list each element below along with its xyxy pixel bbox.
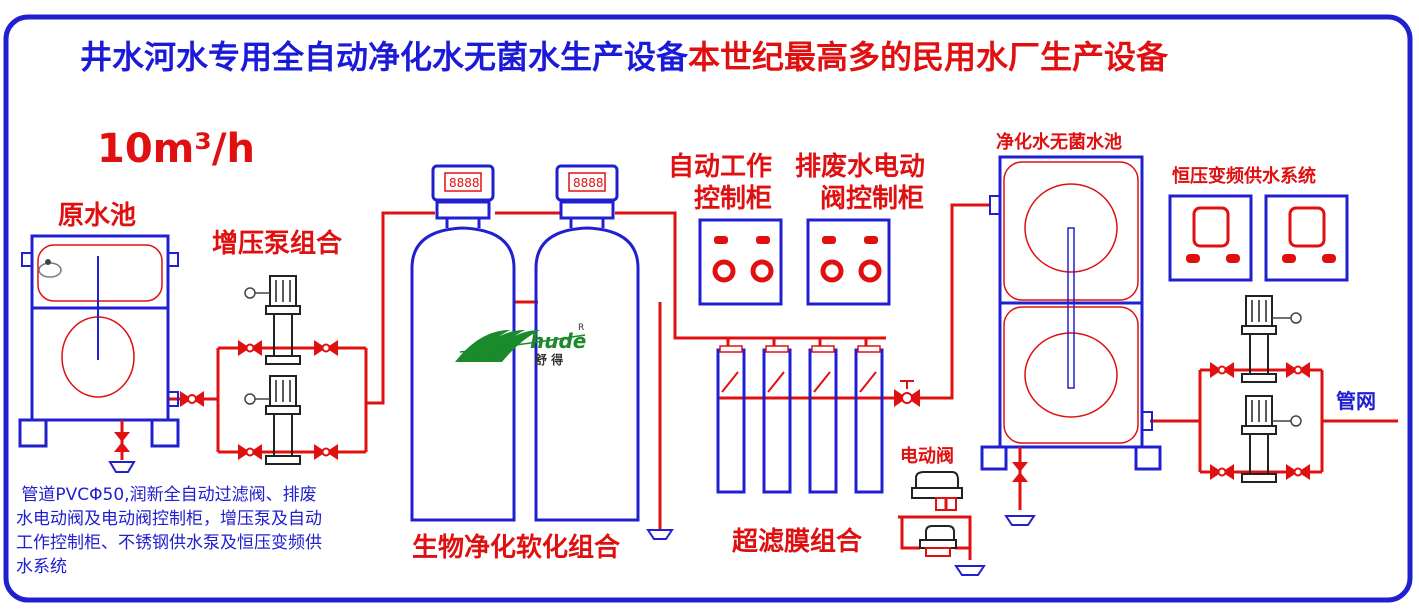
description-line-1: 管道PVCΦ50,润新全自动过滤阀、排废 <box>16 485 317 505</box>
uf-membrane-1 <box>716 345 746 494</box>
supply-valve-3 <box>1210 464 1234 480</box>
drain-cabinet-label-2: 阀控制柜 <box>820 184 924 214</box>
pipe-network <box>168 203 1398 560</box>
logo-text: hude <box>530 329 586 353</box>
outer-frame <box>3 14 1413 603</box>
booster-label: 增压泵组合 <box>212 228 343 259</box>
uf-membrane-4 <box>854 345 884 494</box>
softener-drain-funnel <box>646 529 674 540</box>
motor-valve <box>911 471 986 576</box>
uf-label: 超滤膜组合 <box>732 526 863 557</box>
auto-cabinet-label-1: 自动工作 <box>668 151 772 182</box>
description-line-2: 水电动阀及电动阀控制柜，增压泵及自动 <box>16 509 322 529</box>
capacity-label: 10m³/h <box>97 126 255 172</box>
uf-membrane-3 <box>808 345 838 494</box>
pure-tank-label: 净化水无菌水池 <box>996 131 1122 153</box>
description-line-4: 水系统 <box>16 557 67 577</box>
booster-pump-1 <box>244 275 301 365</box>
description-line-3: 工作控制柜、不锈钢供水泵及恒压变频供 <box>16 533 322 553</box>
booster-valve-1 <box>238 340 262 356</box>
motor-valve-label: 电动阀 <box>900 445 954 467</box>
supply-valve-4 <box>1286 464 1310 480</box>
booster-valve-2 <box>314 340 338 356</box>
supply-valve-2 <box>1286 362 1310 378</box>
softener-tank-1 <box>410 164 516 522</box>
softener-display-1: 8888 <box>449 176 480 190</box>
booster-valves <box>238 340 338 460</box>
supply-valve-1 <box>1210 362 1234 378</box>
vfd-cabinet-1 <box>1168 194 1253 282</box>
logo-cn: 舒 得 <box>534 352 563 367</box>
description-block: 管道PVCΦ50,润新全自动过滤阀、排废 水电动阀及电动阀控制柜，增压泵及自动 … <box>16 485 322 577</box>
supply-valves <box>1210 362 1310 480</box>
logo-mark: R <box>578 323 584 333</box>
title-part2: 本世纪最高多的民用水厂生产设备 <box>688 38 1169 76</box>
drain-cabinet-label-1: 排废水电动 <box>795 151 925 182</box>
auto-control-cabinet <box>698 218 783 306</box>
booster-valve-3 <box>238 444 262 460</box>
raw-outlet-valve <box>180 391 204 407</box>
shude-logo <box>455 330 586 362</box>
supply-pump-1 <box>1241 295 1302 383</box>
title-part1: 井水河水专用全自动净化水无菌水生产设备 <box>80 38 689 76</box>
raw-tank-label: 原水池 <box>58 201 136 231</box>
uf-outlet-valve <box>894 380 920 407</box>
softener-label: 生物净化软化组合 <box>412 532 621 563</box>
auto-cabinet-label-2: 控制柜 <box>694 184 772 214</box>
booster-valve-4 <box>314 444 338 460</box>
page-title: 井水河水专用全自动净化水无菌水生产设备本世纪最高多的民用水厂生产设备 <box>80 38 1169 76</box>
vfd-cabinet-2 <box>1264 194 1349 282</box>
const-pressure-label: 恒压变频供水系统 <box>1172 165 1316 187</box>
uf-membrane-group <box>716 345 884 494</box>
raw-water-tank <box>18 234 180 473</box>
pipe-network-label: 管网 <box>1336 389 1376 413</box>
drain-control-cabinet <box>806 218 891 306</box>
uf-membrane-2 <box>762 345 792 494</box>
supply-pump-2 <box>1241 395 1302 483</box>
softener-display-2: 8888 <box>573 176 604 190</box>
softener-tank-2 <box>534 164 640 522</box>
pure-water-tank <box>980 155 1162 526</box>
booster-pump-2 <box>244 375 301 465</box>
